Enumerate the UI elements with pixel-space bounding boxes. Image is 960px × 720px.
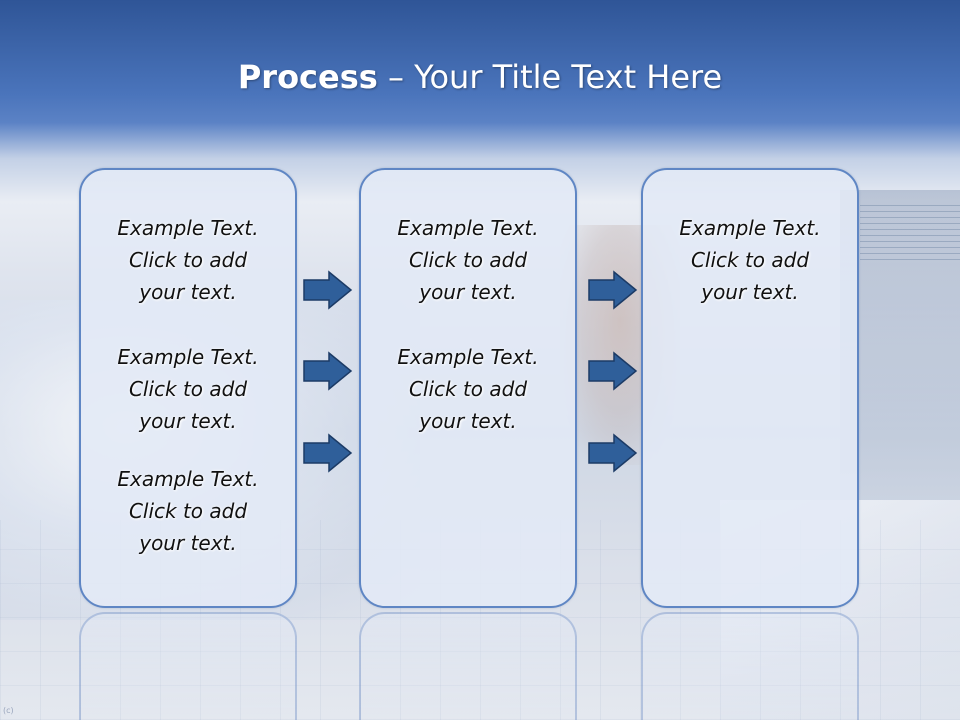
arrow-right-icon[interactable] bbox=[588, 433, 638, 473]
text-placeholder[interactable]: Example Text. Click to add your text. bbox=[361, 212, 575, 308]
panel-reflection bbox=[359, 612, 577, 720]
process-step-1-box[interactable]: Example Text. Click to add your text. Ex… bbox=[79, 168, 297, 608]
slide-title-bold: Process bbox=[237, 58, 378, 96]
arrow-right-icon[interactable] bbox=[303, 270, 353, 310]
text-line: Example Text. bbox=[397, 216, 539, 240]
process-step-3-box[interactable]: Example Text. Click to add your text. bbox=[641, 168, 859, 608]
text-line: Example Text. bbox=[397, 345, 539, 369]
text-line: Example Text. bbox=[117, 216, 259, 240]
arrow-right-icon[interactable] bbox=[303, 433, 353, 473]
text-placeholder[interactable]: Example Text. Click to add your text. bbox=[81, 463, 295, 559]
text-line: Click to add bbox=[128, 377, 248, 401]
arrow-right-icon[interactable] bbox=[303, 351, 353, 391]
panel-reflection bbox=[641, 612, 859, 720]
text-line: your text. bbox=[139, 280, 237, 304]
text-line: Example Text. bbox=[679, 216, 821, 240]
corner-mark: (c) bbox=[3, 706, 14, 715]
text-placeholder[interactable]: Example Text. Click to add your text. bbox=[81, 212, 295, 308]
text-placeholder[interactable]: Example Text. Click to add your text. bbox=[361, 341, 575, 437]
text-line: your text. bbox=[139, 409, 237, 433]
process-step-2-box[interactable]: Example Text. Click to add your text. Ex… bbox=[359, 168, 577, 608]
text-line: Example Text. bbox=[117, 467, 259, 491]
text-line: Click to add bbox=[128, 499, 248, 523]
slide-title[interactable]: Process – Your Title Text Here bbox=[0, 52, 960, 102]
text-line: Click to add bbox=[408, 248, 528, 272]
text-placeholder[interactable]: Example Text. Click to add your text. bbox=[643, 212, 857, 308]
slide-title-rest: – Your Title Text Here bbox=[377, 58, 723, 96]
text-line: your text. bbox=[419, 409, 517, 433]
background-building-windows bbox=[860, 200, 960, 260]
text-line: your text. bbox=[701, 280, 799, 304]
text-placeholder[interactable]: Example Text. Click to add your text. bbox=[81, 341, 295, 437]
arrow-right-icon[interactable] bbox=[588, 351, 638, 391]
arrow-right-icon[interactable] bbox=[588, 270, 638, 310]
text-line: your text. bbox=[419, 280, 517, 304]
text-line: Click to add bbox=[408, 377, 528, 401]
text-line: Click to add bbox=[690, 248, 810, 272]
text-line: your text. bbox=[139, 531, 237, 555]
panel-reflection bbox=[79, 612, 297, 720]
text-line: Click to add bbox=[128, 248, 248, 272]
text-line: Example Text. bbox=[117, 345, 259, 369]
